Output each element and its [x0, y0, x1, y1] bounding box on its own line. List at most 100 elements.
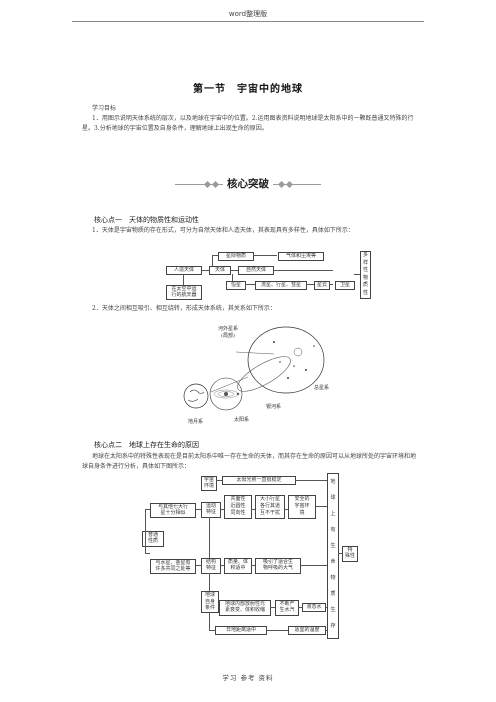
point2-heading: 核心点二 地球上存在生命的原因	[94, 441, 199, 449]
stars-box: 恒星	[226, 281, 246, 290]
galaxy-system-diagram: 河外星系 (局部) 总星系 银河系 太阳系 地月系	[183, 325, 329, 425]
side-char: 性	[362, 289, 368, 296]
earth-moon-label: 地月系	[188, 418, 203, 425]
box-line: 各行其道	[259, 502, 280, 509]
star-dot	[305, 369, 307, 371]
temperature-box: 适宜的温度	[288, 626, 326, 635]
connector	[212, 255, 213, 269]
header-divider	[72, 21, 424, 22]
mass-volume-box: 质量、体 积适中	[224, 558, 252, 574]
other-galaxies-label: 河外星系	[218, 325, 238, 332]
connector	[266, 630, 288, 631]
life-exists-column: 地 球 上 有 生 命 物 质 生 存	[327, 473, 339, 639]
connector	[251, 565, 255, 566]
box-line: 与水星、金星有	[155, 560, 191, 566]
box-line: 特	[347, 547, 353, 553]
side-char: 物	[362, 274, 368, 281]
solar-system-label: 太阳系	[234, 416, 249, 423]
point2-text: 地球在太阳系中的特殊性表现在是目前太阳系中唯一存在生命的天体，而其存在生命的原因…	[82, 453, 417, 470]
connector	[209, 630, 215, 631]
banner-right-line	[273, 184, 321, 185]
gas-dust-box: 气体和尘埃等	[278, 252, 324, 261]
section-title: 核心突破	[227, 178, 269, 190]
box-line: 环境	[203, 483, 214, 489]
page-footer: 学习 参考 资料	[222, 674, 274, 682]
banner-left-line	[175, 184, 223, 185]
section-banner: 核心突破	[175, 175, 321, 193]
connector	[145, 509, 150, 510]
box-line: 与其他七大行	[157, 504, 188, 510]
box-line: 特征	[205, 565, 216, 571]
spacecraft-box: 在太空中运 行的航天器	[166, 285, 202, 300]
box-line: 星十分相似	[160, 510, 186, 516]
connector	[306, 284, 314, 285]
connector	[212, 255, 218, 256]
venus-mars-box: 与水星、金星有 许多共同之处等	[150, 559, 196, 574]
total-galaxy-circle	[247, 326, 325, 394]
box-line: 自身	[204, 598, 215, 605]
box-line: 吸引了适合生	[262, 559, 293, 565]
connector	[270, 607, 275, 608]
banner-left-dot	[203, 180, 212, 188]
box-line: 许多共同之处等	[155, 566, 191, 572]
special-nature-box: 特 殊性	[342, 546, 358, 562]
connector	[201, 270, 209, 271]
box-line: 素衰变、体积收缩	[224, 607, 265, 613]
connector-line	[235, 351, 275, 355]
internal-heat-box: 地球内部放射性元 素衰变、体积收缩	[219, 600, 271, 616]
total-galaxy-label: 总星系	[314, 384, 329, 391]
connector	[338, 553, 342, 554]
column-char: 地	[330, 479, 336, 485]
planet-dot	[236, 392, 240, 396]
nebula-row-box: 星云	[314, 281, 330, 290]
other-galaxies-sub-label: (局部)	[221, 332, 235, 339]
orbit	[217, 391, 235, 397]
milky-way-label: 银河系	[266, 403, 281, 410]
column-char: 存	[330, 623, 336, 629]
box-line: 不断产	[279, 601, 295, 607]
liquid-water-box: 液态水	[302, 603, 326, 612]
earth-conditions-box: 地球 自身 条件	[201, 591, 219, 613]
diversity-side-box: 多 样 性 物 质 性	[360, 251, 371, 299]
box-line: 宇宙环	[294, 502, 310, 509]
star-dot	[287, 377, 289, 379]
box-line: 安全的	[294, 496, 310, 502]
connector	[232, 274, 233, 282]
connector	[295, 480, 327, 481]
page-header: word整理版	[228, 10, 268, 18]
earth-moon-circle	[183, 383, 209, 409]
box-line: 同向性	[230, 509, 246, 516]
side-char: 多	[362, 252, 368, 258]
spacecraft-line2: 行的航天器	[171, 292, 197, 298]
column-char: 球	[330, 495, 336, 501]
water-vapor-box: 不断产 生水汽	[275, 600, 299, 616]
side-char: 样	[362, 259, 368, 266]
star-dot	[273, 341, 275, 343]
box-line: 近圆性	[230, 502, 246, 509]
box-line: 结构	[205, 559, 216, 565]
connector	[298, 607, 302, 608]
distance-box: 日地距离适中	[215, 626, 267, 635]
column-char: 生	[330, 607, 336, 613]
universe-env-box: 宇宙 环境	[201, 476, 217, 491]
connector	[245, 284, 255, 285]
connector	[253, 255, 277, 256]
life-conditions-diagram: 宇宙 环境 太阳光照一直很稳定 与其他七大行 星十分相似 运动 特征 共面性 近…	[142, 473, 360, 647]
atmosphere-box: 吸引了适合生 物呼吸的大气	[255, 558, 301, 574]
star-dot	[279, 361, 281, 363]
natural-box: 自然天体	[238, 266, 274, 275]
column-char: 物	[330, 575, 336, 581]
stable-sun-box: 太阳光照一直很稳定	[222, 476, 296, 485]
planets-box: 流星、行星、彗星	[255, 281, 307, 290]
motion-box: 运动 特征	[201, 502, 221, 518]
box-line: 生水汽	[279, 607, 295, 613]
star-dot	[313, 345, 315, 347]
box-line: 共面性	[230, 496, 246, 502]
objectives-text: 1．用图示说明天体系统的层次，以及地球在宇宙中的位置。2.运用图表资料说明地球是…	[82, 115, 414, 132]
artificial-box: 人造天体	[166, 266, 202, 275]
box-line: 地球内部放射性元	[224, 601, 265, 607]
solar-system-circle	[209, 377, 243, 411]
connector	[220, 565, 224, 566]
side-char: 性	[362, 267, 368, 273]
point1-item2: 2．天体之间相互吸引、相互绕转，形成天体系统，其关系如下所示：	[92, 305, 276, 312]
